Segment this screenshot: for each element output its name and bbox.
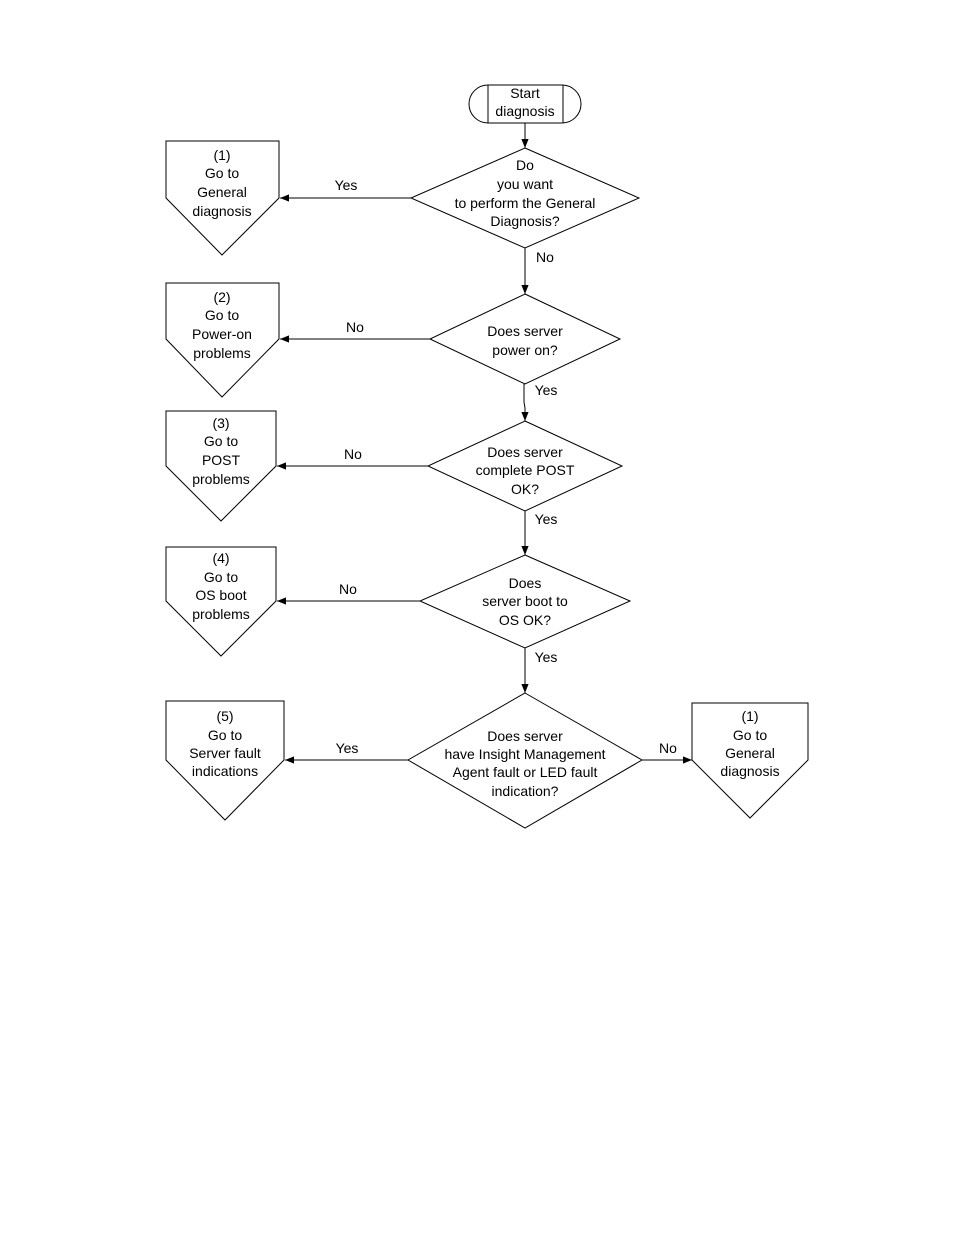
offpage-connector-shape	[165, 700, 285, 821]
start-terminator: Start diagnosis	[468, 84, 582, 124]
offpage-connector-shape	[691, 702, 809, 819]
start-terminator-shape	[468, 84, 582, 124]
decision-diamond	[406, 692, 644, 829]
decision-text-line: Diagnosis?	[490, 213, 559, 229]
offpage-connector-shape	[165, 410, 277, 522]
edge-label-q3-yes: Yes	[535, 511, 558, 527]
offpage-text-line: Go to	[733, 727, 767, 743]
offpage-text-line: (2)	[213, 289, 230, 305]
decision-text-line: Do	[516, 157, 534, 173]
edge-label-q4-no: No	[339, 581, 357, 597]
edge-label-q1-yes: Yes	[335, 177, 358, 193]
edge-label-q4-yes: Yes	[535, 649, 558, 665]
offpage-text-line: Go to	[205, 165, 239, 181]
decision-text-line: OS OK?	[499, 612, 551, 628]
offpage-text-line: Go to	[204, 433, 238, 449]
decision-text-line: OK?	[511, 481, 539, 497]
decision-text-line: Does server	[487, 444, 563, 460]
decision-text-line: to perform the General	[455, 195, 596, 211]
offpage-text-line: problems	[192, 471, 250, 487]
offpage-text-line: Go to	[205, 307, 239, 323]
edge-label-q5-no: No	[659, 740, 677, 756]
offpage-post-problems: (3) Go to POST problems	[165, 410, 277, 522]
offpage-text-line: indications	[192, 763, 258, 779]
offpage-text-line: (1)	[741, 708, 758, 724]
offpage-text-line: General	[725, 745, 775, 761]
decision-general-diagnosis: Do you want to perform the General Diagn…	[409, 147, 641, 249]
offpage-text-line: Go to	[204, 569, 238, 585]
offpage-server-fault-indications: (5) Go to Server fault indications	[165, 700, 285, 821]
decision-text-line: have Insight Management	[444, 746, 605, 762]
decision-power-on: Does server power on?	[428, 293, 622, 385]
edge-label-q1-no: No	[536, 249, 554, 265]
offpage-text-line: diagnosis	[720, 763, 779, 779]
offpage-text-line: Go to	[208, 727, 242, 743]
decision-text-line: server boot to	[482, 593, 568, 609]
connectors	[277, 123, 692, 764]
decision-text-line: you want	[497, 176, 553, 192]
offpage-text-line: Power-on	[192, 326, 252, 342]
edge-label-q3-no: No	[344, 446, 362, 462]
decision-post: Does server complete POST OK?	[426, 420, 624, 512]
offpage-text-line: POST	[202, 452, 241, 468]
edge-label-q5-yes: Yes	[336, 740, 359, 756]
offpage-text-line: problems	[192, 606, 250, 622]
offpage-connector-shape	[165, 140, 280, 256]
offpage-text-line: (3)	[212, 415, 229, 431]
offpage-text-line: Server fault	[189, 745, 261, 761]
decision-text-line: Does server	[487, 728, 563, 744]
connector-q2-yes	[521, 384, 529, 421]
offpage-text-line: (1)	[213, 147, 230, 163]
start-label-line: diagnosis	[495, 103, 554, 119]
offpage-text-line: General	[197, 184, 247, 200]
decision-text-line: Agent fault or LED fault	[453, 764, 598, 780]
decision-os-boot: Does server boot to OS OK?	[418, 554, 632, 649]
offpage-os-boot-problems: (4) Go to OS boot problems	[165, 546, 277, 657]
offpage-general-diagnosis-right: (1) Go to General diagnosis	[691, 702, 809, 819]
decision-diamond	[418, 554, 632, 649]
decision-diamond	[428, 293, 622, 385]
decision-text-line: Does	[509, 575, 542, 591]
decision-text-line: Does server	[487, 323, 563, 339]
edge-label-q2-yes: Yes	[535, 382, 558, 398]
decision-text-line: complete POST	[476, 462, 575, 478]
offpage-power-on-problems: (2) Go to Power-on problems	[165, 282, 280, 398]
edge-labels: Yes No No Yes No Yes No Yes Yes No	[335, 177, 678, 756]
offpage-general-diagnosis: (1) Go to General diagnosis	[165, 140, 280, 256]
offpage-connector-shape	[165, 546, 277, 657]
decision-text-line: power on?	[492, 342, 558, 358]
edge-label-q2-no: No	[346, 319, 364, 335]
offpage-text-line: OS boot	[195, 587, 246, 603]
decision-diamond	[409, 147, 641, 249]
offpage-text-line: (4)	[212, 550, 229, 566]
offpage-text-line: problems	[193, 345, 251, 361]
start-label-line: Start	[510, 85, 540, 101]
decision-diamond	[426, 420, 624, 512]
decision-text-line: indication?	[492, 783, 559, 799]
offpage-text-line: diagnosis	[192, 203, 251, 219]
offpage-text-line: (5)	[216, 708, 233, 724]
decision-fault-indication: Does server have Insight Management Agen…	[406, 692, 644, 829]
offpage-connector-shape	[165, 282, 280, 398]
